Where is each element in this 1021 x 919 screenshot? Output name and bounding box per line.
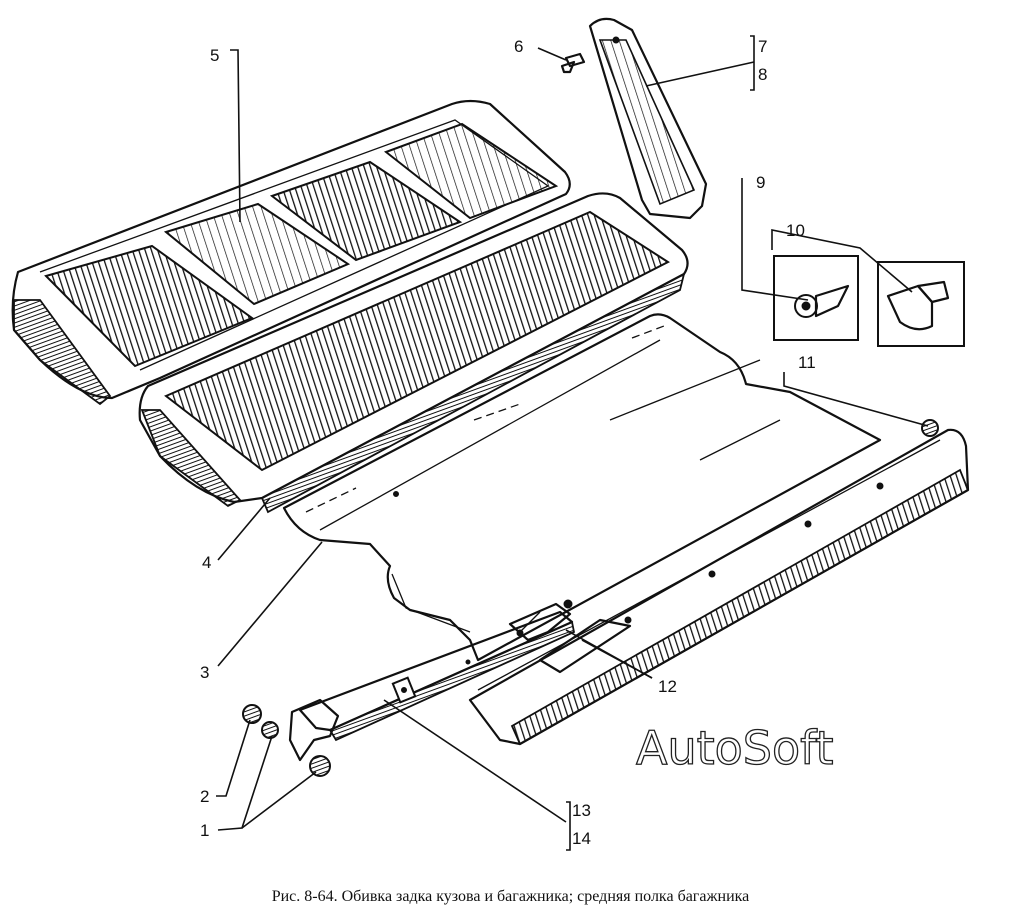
callout-5: 5 bbox=[210, 46, 219, 65]
tray-recess bbox=[164, 210, 671, 472]
callout-8: 8 bbox=[758, 65, 767, 84]
bracket-12 bbox=[508, 599, 632, 674]
callout-12: 12 bbox=[658, 677, 677, 696]
watermark: AutoSoft bbox=[636, 721, 834, 775]
nuts-and-washers bbox=[242, 704, 331, 777]
figure-caption: Рис. 8-64. Обивка задка кузова и багажни… bbox=[271, 888, 750, 905]
callout-9: 9 bbox=[756, 173, 765, 192]
clip-9-inset bbox=[773, 255, 859, 341]
leader-lines bbox=[216, 35, 929, 851]
callout-3: 3 bbox=[200, 663, 209, 682]
callout-numbers: 5 6 7 8 9 10 11 4 3 12 2 1 13 14 bbox=[200, 37, 816, 848]
recess-1 bbox=[44, 244, 255, 368]
nut-2 bbox=[242, 704, 262, 724]
callout-11: 11 bbox=[798, 353, 816, 372]
recess-2 bbox=[163, 202, 351, 306]
callout-6: 6 bbox=[514, 37, 523, 56]
callout-2: 2 bbox=[200, 787, 209, 806]
rear-panel-trim bbox=[11, 99, 571, 406]
washer-1b bbox=[309, 755, 331, 777]
side-panel-trim bbox=[468, 419, 970, 746]
recess-4 bbox=[383, 122, 559, 220]
screw-6 bbox=[560, 52, 586, 74]
callout-13: 13 bbox=[572, 801, 591, 820]
washer-1a bbox=[261, 721, 279, 739]
callout-4: 4 bbox=[202, 553, 211, 572]
callout-1: 1 bbox=[200, 821, 209, 840]
middle-shelf-tray bbox=[138, 192, 689, 514]
callout-10: 10 bbox=[786, 221, 805, 240]
callout-14: 14 bbox=[572, 829, 591, 848]
recess-3 bbox=[269, 160, 463, 262]
trunk-floor-trim bbox=[282, 313, 882, 662]
shelf-rail bbox=[288, 610, 576, 762]
pillar-trim bbox=[588, 17, 708, 220]
callout-7: 7 bbox=[758, 37, 767, 56]
retainer-clip-11 bbox=[921, 419, 939, 437]
